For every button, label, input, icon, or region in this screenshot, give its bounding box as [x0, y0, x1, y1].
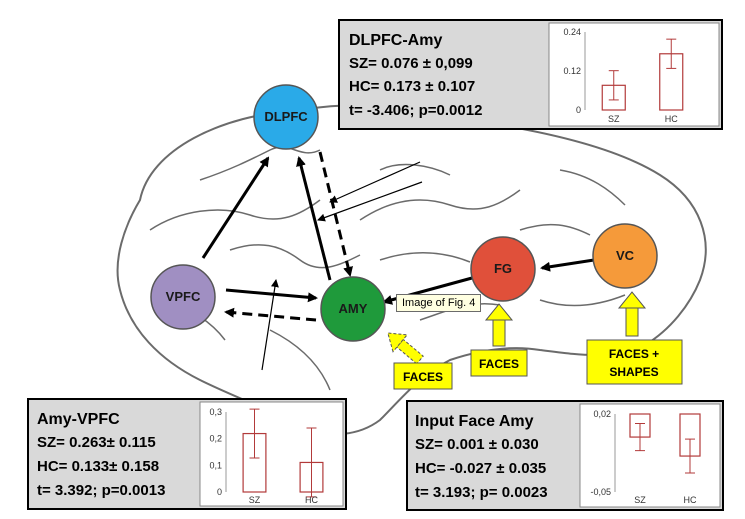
amy-vpfc-stat: t= 3.392; p=0.0013	[37, 482, 165, 499]
vc-label: VC	[616, 248, 635, 263]
input-face-amy-sz: SZ= 0.001 ± 0.030	[415, 436, 539, 453]
image-tooltip: Image of Fig. 4	[396, 294, 482, 312]
faces-shapes-line-2: SHAPES	[609, 365, 658, 379]
input-face-amy-stat: t= 3.193; p= 0.0023	[415, 484, 548, 501]
panel-amy-vpfc: Amy-VPFC SZ= 0.263± 0.115 HC= 0.133± 0.1…	[27, 398, 347, 510]
dlpfc-amy-hc: HC= 0.173 ± 0.107	[349, 78, 475, 95]
arrow-vpfc-to-dlpfc	[201, 156, 270, 259]
input-face-amy-hc: HC= -0.027 ± 0.035	[415, 460, 546, 477]
node-dlpfc: DLPFC	[253, 84, 319, 150]
modulation-arrow-c	[261, 279, 279, 371]
input-label-faces-amy: FACES	[393, 362, 453, 390]
dlpfc-amy-ytick: 0.24	[563, 27, 581, 37]
dlpfc-label: DLPFC	[264, 109, 308, 124]
dlpfc-amy-ytick: 0.12	[563, 66, 581, 76]
node-vpfc: VPFC	[150, 264, 216, 330]
amy-vpfc-category-hc: HC	[305, 495, 318, 505]
input-label-faces-fg: FACES	[470, 349, 528, 377]
input-face-amy-title: Input Face Amy	[415, 413, 534, 430]
amy-vpfc-title: Amy-VPFC	[37, 411, 120, 428]
input-face-amy-ytick: 0,02	[593, 409, 611, 419]
dlpfc-amy-title: DLPFC-Amy	[349, 32, 442, 49]
input-face-amy-category-sz: SZ	[634, 495, 646, 505]
fg-label: FG	[494, 261, 512, 276]
faces-amy-text: FACES	[403, 370, 443, 384]
input-arrow-fg	[484, 303, 514, 347]
input-arrows	[387, 291, 647, 365]
amy-vpfc-ytick: 0	[217, 487, 222, 497]
dlpfc-amy-chart: 0.24 0.12 0SZ HC	[563, 27, 684, 124]
input-label-faces-shapes: FACES + SHAPES	[586, 339, 683, 385]
arrow-dlpfc-to-amy	[318, 151, 353, 277]
amy-vpfc-ytick: 0,1	[209, 460, 222, 470]
faces-fg-text: FACES	[479, 357, 519, 371]
dlpfc-amy-category-sz: SZ	[608, 114, 620, 124]
vpfc-label: VPFC	[166, 289, 201, 304]
amy-vpfc-chart: 0,3 0,2 0,1 0SZ HC	[209, 407, 324, 505]
modulation-arrow-b	[317, 181, 423, 222]
input-face-amy-category-hc: HC	[684, 495, 697, 505]
panel-input-face-amy: Input Face Amy SZ= 0.001 ± 0.030 HC= -0.…	[406, 400, 724, 511]
arrow-amy-to-dlpfc	[296, 156, 332, 281]
dlpfc-amy-stat: t= -3.406; p=0.0012	[349, 102, 482, 119]
amy-label: AMY	[339, 301, 368, 316]
dlpfc-amy-ytick: 0	[576, 105, 581, 115]
node-fg: FG	[470, 236, 536, 302]
panel-dlpfc-amy: DLPFC-Amy SZ= 0.076 ± 0,099 HC= 0.173 ± …	[338, 19, 723, 130]
amy-vpfc-ytick: 0,2	[209, 434, 222, 444]
modulation-arrow-a	[329, 161, 421, 203]
amy-vpfc-ytick: 0,3	[209, 407, 222, 417]
input-arrow-amy	[387, 332, 424, 365]
dlpfc-amy-sz: SZ= 0.076 ± 0,099	[349, 55, 473, 72]
dlpfc-amy-category-hc: HC	[665, 114, 678, 124]
faces-shapes-line-1: FACES +	[609, 347, 659, 361]
amy-vpfc-sz: SZ= 0.263± 0.115	[37, 434, 156, 451]
amy-vpfc-category-sz: SZ	[249, 495, 261, 505]
node-amy: AMY	[320, 276, 386, 342]
input-arrow-vc	[617, 291, 647, 337]
amy-vpfc-hc: HC= 0.133± 0.158	[37, 458, 159, 475]
arrow-vc-to-fg	[540, 258, 595, 272]
input-face-amy-ytick: -0,05	[590, 487, 611, 497]
node-vc: VC	[592, 223, 658, 289]
arrow-vpfc-to-amy	[225, 288, 318, 303]
